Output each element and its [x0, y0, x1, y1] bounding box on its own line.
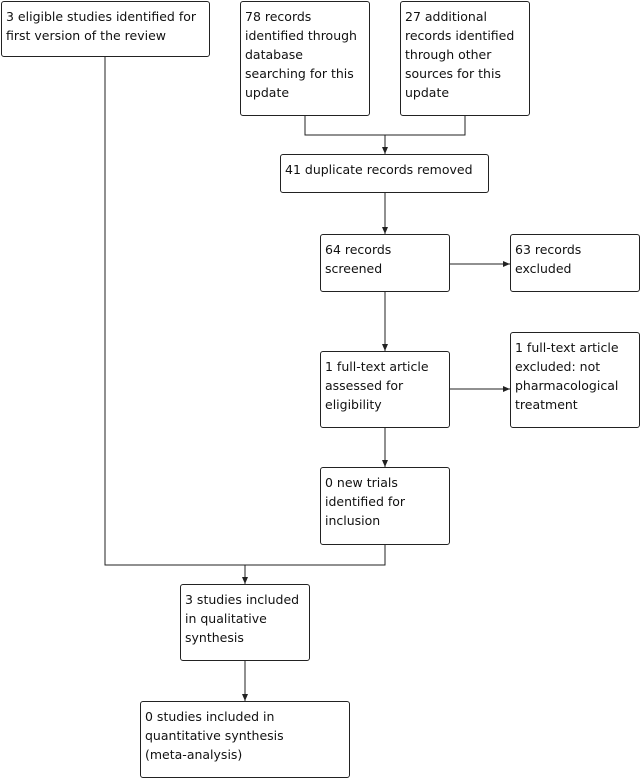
connector-first-version-down [104, 57, 245, 566]
box-qualitative-synthesis: 3 studies included in qualitative synthe… [180, 584, 310, 661]
box-records-excluded: 63 records excluded [510, 234, 640, 292]
box-fulltext-excluded: 1 full-text article excluded: not pharma… [510, 332, 640, 428]
box-new-trials: 0 new trials identified for inclusion [320, 467, 450, 545]
box-fulltext-assessed: 1 full-text article assessed for eligibi… [320, 351, 450, 428]
box-eligible-first-version: 3 eligible studies identified for first … [1, 1, 210, 57]
box-other-sources: 27 additional records identified through… [400, 1, 530, 116]
connector-new-trials-down [245, 545, 386, 566]
connector-database-to-merge [304, 116, 385, 136]
box-duplicates-removed: 41 duplicate records removed [280, 154, 489, 193]
box-quantitative-synthesis: 0 studies included in quantitative synth… [140, 701, 350, 778]
box-records-screened: 64 records screened [320, 234, 450, 292]
box-database-records: 78 records identified through database s… [240, 1, 370, 116]
connector-other-to-merge [385, 116, 466, 136]
